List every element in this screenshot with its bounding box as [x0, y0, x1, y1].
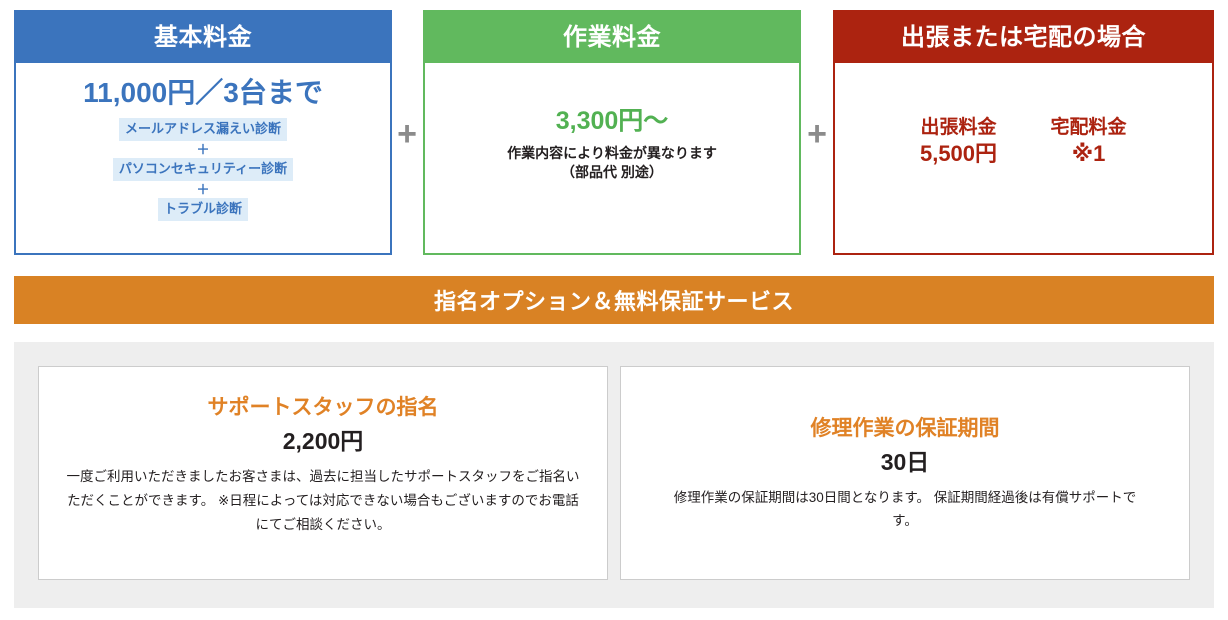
- diagnosis-tag: パソコンセキュリティー診断: [112, 158, 294, 181]
- option-description: 一度ご利用いただきましたお客さまは、過去に担当したサポートスタッフをご指名いただ…: [66, 469, 580, 532]
- option-card-warranty-period: 修理作業の保証期間 30日 修理作業の保証期間は30日間となります。 保証期間経…: [620, 366, 1190, 580]
- pricing-card-basic-header: 基本料金: [16, 12, 390, 63]
- options-section: サポートスタッフの指名 2,200円 一度ご利用いただきましたお客さまは、過去に…: [14, 342, 1214, 608]
- pricing-card-row: 基本料金 11,000円／3台まで メールアドレス漏えい診断 ＋ パソコンセキュ…: [0, 0, 1228, 262]
- dispatch-fee-labels: 出張料金 宅配料金: [894, 115, 1154, 140]
- pricing-card-dispatch-body: 出張料金 宅配料金 5,500円 ※1: [835, 63, 1212, 253]
- option-amount: 2,200円: [282, 428, 364, 454]
- pricing-card-dispatch-header: 出張または宅配の場合: [835, 12, 1212, 63]
- dispatch-fee-values: 5,500円 ※1: [894, 140, 1154, 167]
- options-banner: 指名オプション＆無料保証サービス: [14, 276, 1214, 324]
- pricing-card-basic-body: 11,000円／3台まで メールアドレス漏えい診断 ＋ パソコンセキュリティー診…: [16, 63, 390, 253]
- plus-icon: +: [807, 115, 827, 153]
- option-card-staff-nomination: サポートスタッフの指名 2,200円 一度ご利用いただきましたお客さまは、過去に…: [38, 366, 608, 580]
- plus-icon: +: [397, 115, 417, 153]
- work-note-line-1: 作業内容により料金が異なります: [507, 144, 717, 161]
- diagnosis-tag: メールアドレス漏えい診断: [118, 118, 287, 141]
- option-title: 修理作業の保証期間: [810, 417, 1000, 440]
- delivery-fee-value: ※1: [1071, 141, 1106, 166]
- pricing-card-work-price: 3,300円～: [555, 106, 669, 135]
- pricing-card-work-header: 作業料金: [425, 12, 799, 63]
- delivery-fee-label: 宅配料金: [1050, 117, 1127, 138]
- dispatch-fee-grid: 出張料金 宅配料金 5,500円 ※1: [894, 115, 1154, 167]
- tag-plus-separator: ＋: [196, 142, 210, 157]
- pricing-card-work-note: 作業内容により料金が異なります （部品代 別途）: [507, 144, 717, 182]
- diagnosis-tag: トラブル診断: [157, 198, 248, 221]
- options-banner-title: 指名オプション＆無料保証サービス: [433, 289, 794, 314]
- tag-plus-separator: ＋: [196, 182, 210, 197]
- pricing-card-basic-price: 11,000円／3台まで: [83, 77, 323, 108]
- pricing-card-dispatch: 出張または宅配の場合 出張料金 宅配料金 5,500円 ※1: [833, 10, 1214, 255]
- work-note-line-2: （部品代 別途）: [561, 163, 663, 180]
- option-amount: 30日: [880, 449, 930, 475]
- pricing-card-work-body: 3,300円～ 作業内容により料金が異なります （部品代 別途）: [425, 63, 799, 253]
- dispatch-fee-label: 出張料金: [920, 117, 997, 138]
- dispatch-fee-value: 5,500円: [919, 141, 998, 166]
- diagnosis-tag-list: メールアドレス漏えい診断 ＋ パソコンセキュリティー診断 ＋ トラブル診断: [112, 118, 294, 221]
- pricing-card-work: 作業料金 3,300円～ 作業内容により料金が異なります （部品代 別途）: [423, 10, 801, 255]
- pricing-card-basic: 基本料金 11,000円／3台まで メールアドレス漏えい診断 ＋ パソコンセキュ…: [14, 10, 392, 255]
- option-title: サポートスタッフの指名: [207, 396, 439, 419]
- option-description: 修理作業の保証期間は30日間となります。 保証期間経過後は有償サポートです。: [673, 490, 1137, 528]
